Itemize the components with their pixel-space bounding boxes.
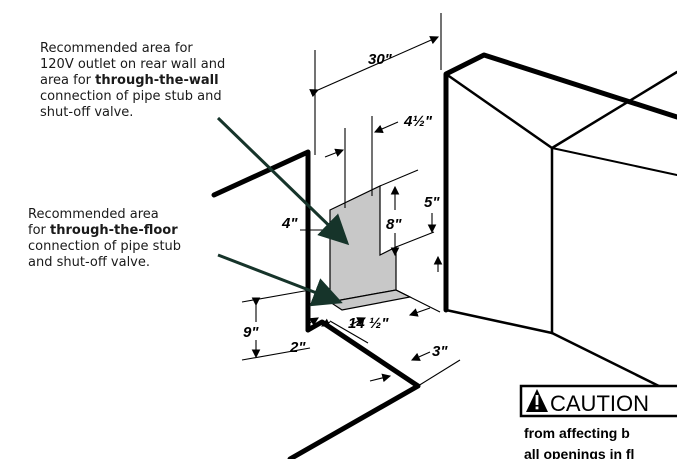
note-wall-line1: Recommended area for [40,41,193,56]
dim-3: 3" [432,343,448,360]
note-floor-line1: Recommended area [28,207,159,222]
caution-line2: all openings in fl [524,446,634,459]
dimension-labels: 30" 4½" 5" 8" 4" 9" 2" 14 ½" 3" [243,51,448,360]
warning-triangle-icon [526,389,548,412]
dim-2: 2" [289,339,306,356]
note-wall-line4: connection of pipe stub and [40,89,222,104]
caution-label: CAUTION [550,391,649,416]
note-through-floor: Recommended area for through-the-floor c… [28,207,181,270]
dim-4-half: 4½" [403,113,433,130]
dim-4: 4" [281,215,298,232]
caution-line1: from affecting b [524,425,630,441]
wall-outline [211,149,421,459]
dim-5: 5" [424,194,440,211]
note-wall-line3: area for through-the-wall [40,73,219,88]
note-floor-line4: and shut-off valve. [28,255,150,270]
callout-arrows [216,116,350,307]
caution-notice: CAUTION from affecting b all openings in… [519,384,677,459]
dim-14-half: 14 ½" [348,315,389,332]
note-wall-line2: 120V outlet on rear wall and [40,57,225,72]
note-floor-line2: for through-the-floor [28,223,178,238]
note-floor-line3: connection of pipe stub [28,239,181,254]
dim-8: 8" [386,216,402,233]
cabinet [443,52,677,397]
note-through-wall: Recommended area for 120V outlet on rear… [40,41,225,120]
dim-30: 30" [368,51,393,68]
dimension-lines [241,13,461,387]
note-wall-line5: shut-off valve. [40,105,133,120]
dim-9: 9" [243,324,259,341]
